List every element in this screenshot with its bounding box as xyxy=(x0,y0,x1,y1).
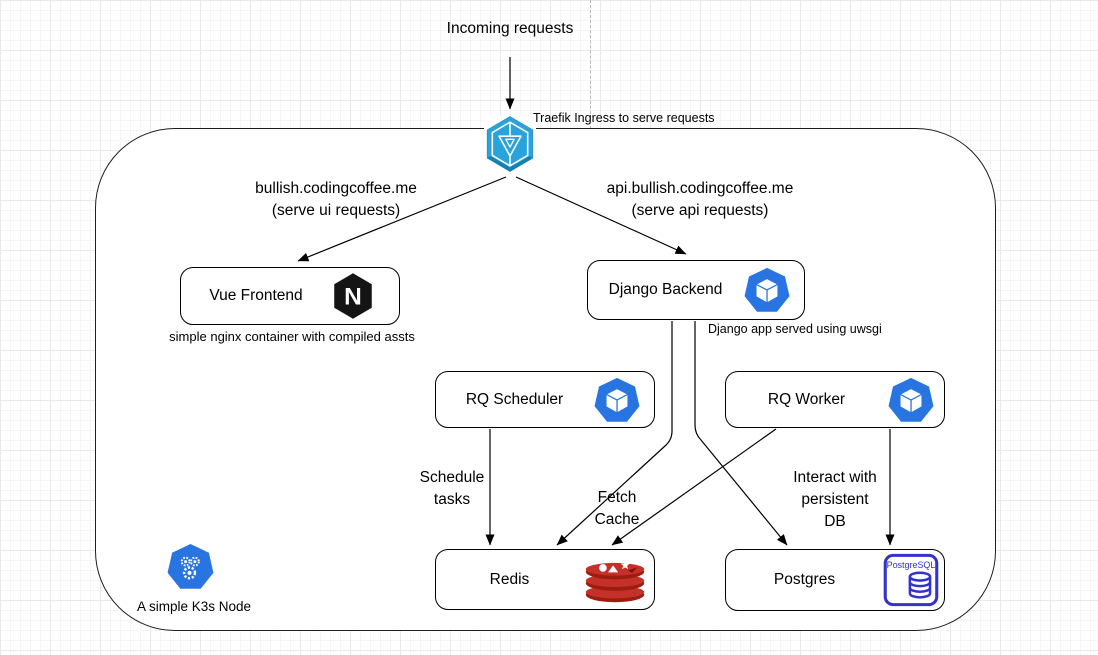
rq-worker-label: RQ Worker xyxy=(767,390,846,408)
node-postgres: Postgres PostgreSQL xyxy=(725,549,945,611)
label-line: api.bullish.codingcoffee.me xyxy=(606,180,794,197)
label-line: bullish.codingcoffee.me xyxy=(255,180,417,197)
redis-icon xyxy=(585,559,645,602)
label-line: (serve ui requests) xyxy=(271,202,401,219)
rq-scheduler-label: RQ Scheduler xyxy=(465,390,564,408)
label-line: persistent xyxy=(801,491,869,508)
label-line: Fetch xyxy=(597,489,637,506)
postgresql-icon: PostgreSQL xyxy=(883,553,939,607)
redis-label: Redis xyxy=(489,570,530,588)
postgres-label: Postgres xyxy=(773,571,836,588)
k3s-node-caption: A simple K3s Node xyxy=(137,599,252,614)
node-rq-scheduler: RQ Scheduler xyxy=(435,371,655,428)
label-line: tasks xyxy=(433,491,471,508)
label-line: Incoming requests xyxy=(446,20,574,37)
k3s-icon xyxy=(167,543,214,589)
nginx-icon: N xyxy=(334,273,372,319)
node-vue-frontend: Vue Frontend N xyxy=(180,267,400,325)
edge-label-schedule-tasks: Schedule tasks xyxy=(392,467,512,511)
traefik-caption: Traefik Ingress to serve requests xyxy=(533,111,715,125)
route-ui-label: bullish.codingcoffee.me (serve ui reques… xyxy=(226,178,446,222)
traefik-ingress-icon xyxy=(484,115,536,173)
label-line: Interact with xyxy=(793,469,877,486)
kubernetes-pod-icon xyxy=(594,377,640,422)
postgresql-icon-text: PostgreSQL xyxy=(887,560,936,570)
kubernetes-pod-icon xyxy=(744,267,790,312)
page-guide-dashed-line xyxy=(590,0,591,129)
node-rq-worker: RQ Worker xyxy=(725,371,945,428)
vue-frontend-label: Vue Frontend xyxy=(209,287,303,304)
label-line: Cache xyxy=(594,511,640,528)
vue-caption: simple nginx container with compiled ass… xyxy=(169,329,415,344)
label-line: (serve api requests) xyxy=(631,202,769,219)
incoming-requests-label: Incoming requests xyxy=(400,19,620,39)
edge-label-fetch-cache: Fetch Cache xyxy=(557,487,677,531)
django-caption: Django app served using uwsgi xyxy=(708,322,882,336)
route-api-label: api.bullish.codingcoffee.me (serve api r… xyxy=(590,178,810,222)
svg-text:N: N xyxy=(344,283,362,310)
label-line: DB xyxy=(824,513,846,530)
edge-label-interact-db: Interact with persistent DB xyxy=(775,467,895,533)
kubernetes-pod-icon xyxy=(888,377,934,422)
label-line: Schedule xyxy=(419,469,485,486)
node-redis: Redis xyxy=(435,549,655,610)
django-backend-label: Django Backend xyxy=(608,281,723,298)
node-django-backend: Django Backend xyxy=(587,260,805,320)
